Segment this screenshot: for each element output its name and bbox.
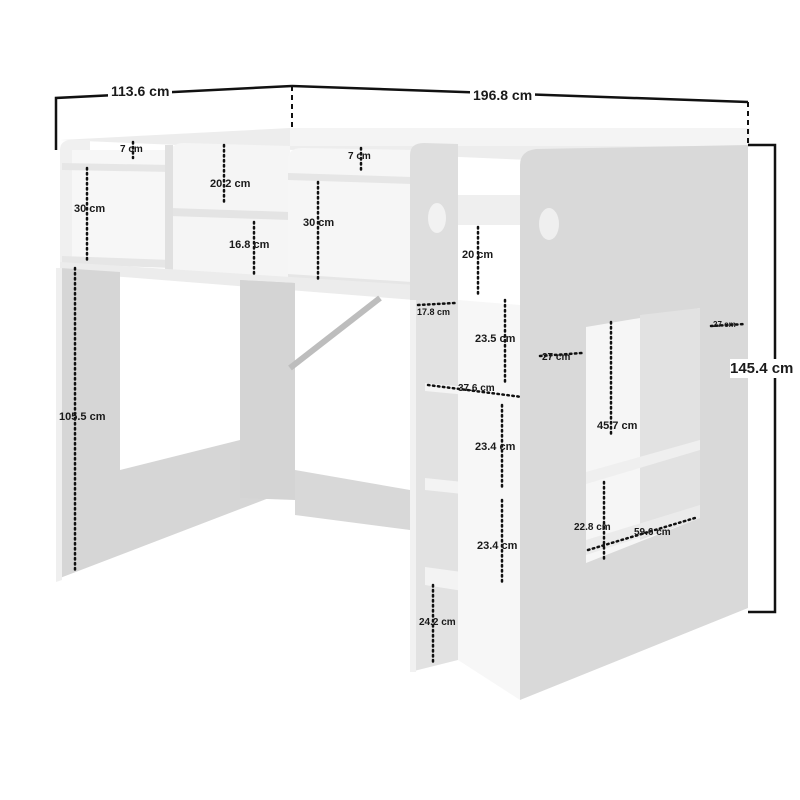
dim-line-height <box>748 143 777 614</box>
label-guard-rail-gap: 20 cm <box>462 249 494 261</box>
label-step-width: 37.6 cm <box>458 383 495 394</box>
label-opening-width: 59.6 cm <box>634 527 671 538</box>
shelf-right-back <box>288 148 415 295</box>
desk-left-leg-edge <box>56 268 62 582</box>
shelf-right-top <box>288 173 412 184</box>
label-middle-upper: 20.2 cm <box>210 178 251 190</box>
desk-left-leg-panel <box>60 268 295 578</box>
label-middle-lower: 16.8 cm <box>229 239 270 251</box>
desk-brace <box>288 295 382 371</box>
label-end-left-margin: 27 cm <box>542 352 571 363</box>
back-rail <box>290 128 750 146</box>
desk-rear-rail <box>295 470 410 530</box>
end-panel-opening-inner <box>640 308 700 540</box>
label-right-top-lip: 7 cm <box>348 151 371 162</box>
desk-right-leg <box>240 280 295 500</box>
label-ladder-depth: 17.8 cm <box>417 307 451 317</box>
label-step3-spacing: 23.4 cm <box>477 540 518 552</box>
label-lower-shelf-height: 22.8 cm <box>574 522 611 533</box>
label-opening-height: 45.7 cm <box>597 420 638 432</box>
guard-rail <box>458 195 524 225</box>
label-right-compartment: 30 cm <box>303 217 335 229</box>
label-desk-leg-height: 105.5 cm <box>59 411 106 423</box>
end-panel-hand-hole <box>539 208 559 240</box>
label-left-top-lip: 7 cm <box>120 144 143 155</box>
ladder-hand-hole <box>428 203 446 233</box>
label-bottom-clearance: 24.2 cm <box>419 617 456 628</box>
ladder-post-edge <box>410 300 416 672</box>
label-step1-spacing: 23.5 cm <box>475 333 516 345</box>
ladder-inner-panel <box>458 300 520 700</box>
label-overall-height: 145.4 cm <box>730 359 794 378</box>
label-left-compartment: 30 cm <box>74 203 106 215</box>
label-step2-spacing: 23.4 cm <box>475 441 516 453</box>
end-panel-shelf-1 <box>586 440 700 484</box>
label-overall-depth: 113.6 cm <box>108 84 173 98</box>
shelf-middle-side <box>165 145 173 275</box>
label-end-right-margin: 27 cm <box>713 320 736 329</box>
shelf-base-plank <box>60 262 415 300</box>
dotted-guides <box>73 140 747 667</box>
label-overall-length: 196.8 cm <box>470 88 536 102</box>
shelf-left-top <box>62 163 172 172</box>
shelf-middle-divider <box>170 208 290 220</box>
